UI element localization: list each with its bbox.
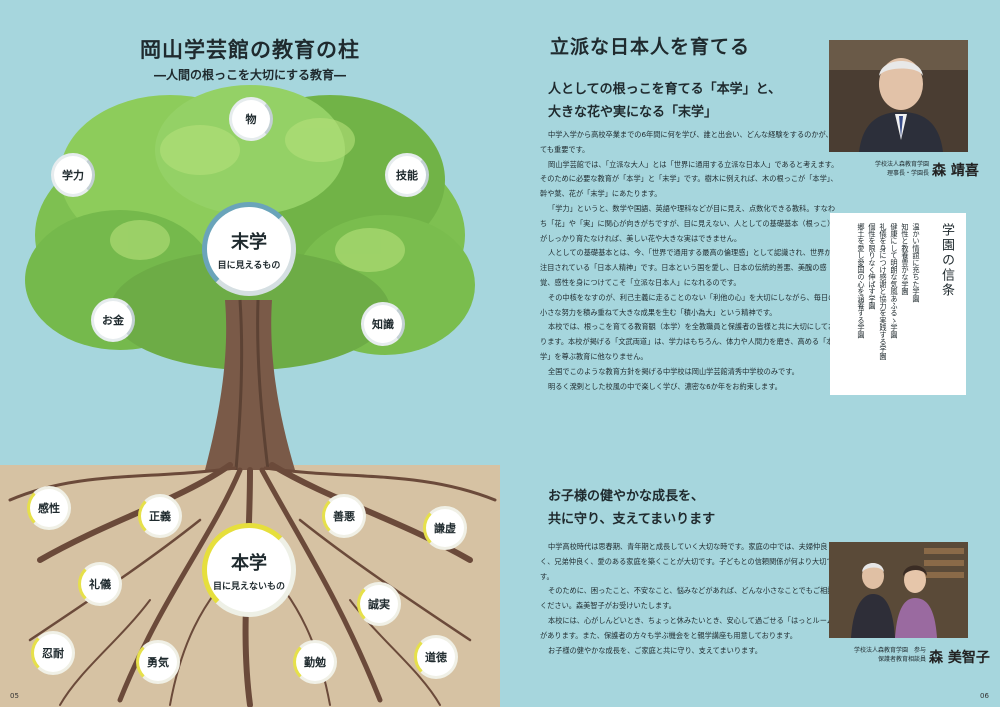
- body-text-2: 中学高校時代は思春期、青年期と成長していく大切な時です。家庭の中では、夫婦仲良く…: [540, 540, 840, 658]
- paragraph: 「学力」というと、数学や国語、英語や理科などが目に見え、点数化できる教科。すなわ…: [540, 203, 836, 243]
- motto-line: 郷土を愛し愛国の心を涵養する学園: [857, 223, 866, 339]
- paragraph: 本校では、根っこを育てる教育観（本学）を全教職員と保護者の皆様と共に大切にしてお…: [540, 322, 836, 361]
- caption-line: 保護者教育相談員: [877, 656, 926, 663]
- root-bubble: 忍耐: [31, 631, 75, 675]
- right-title: 立派な日本人を育てる: [550, 36, 751, 58]
- paragraph: そのために、困ったこと、不安なこと、悩みなどがあれば、どんな小さなことでもご相談…: [540, 586, 835, 611]
- paragraph: 明るく溌剌とした校風の中で楽しく学び、濃密な6か年をお約束します。: [548, 381, 782, 391]
- page-number-left: 05: [10, 692, 19, 700]
- left-page: 岡山学芸館の教育の柱 ―人間の根っこを大切にする教育― 物 学力 技能 お金 知…: [0, 38, 500, 707]
- motto-line: 健康にして明朗な気風あふるゝ学園: [890, 223, 899, 339]
- paragraph: 人としての基礎基本とは、今、「世界で通用する最高の倫理感」として認識され、世界か…: [540, 248, 839, 287]
- couple-illustration: [829, 542, 968, 638]
- couple-photo: [829, 542, 968, 638]
- leaf-center-circle: 末学 目に見えるもの: [202, 202, 296, 296]
- paragraph: 岡山学芸館では、「立派な大人」とは「世界に通用する立派な日本人」であると考えます…: [540, 159, 839, 199]
- motto-line: 温かい情誼に充ちた学園: [912, 223, 921, 303]
- root-bubble: 礼儀: [78, 562, 122, 606]
- motto-line: 礼儀を身につけ感謝と協力を実践する学園: [879, 223, 888, 360]
- caption-line: 学校法人森教育学園: [874, 161, 929, 168]
- root-bubble: 正義: [138, 494, 182, 538]
- motto-line: 個性を限りなく伸ばす学園: [868, 223, 877, 310]
- right-page: 立派な日本人を育てる 人としての根っこを育てる「本学」と、 大きな花や実になる「…: [500, 0, 1000, 707]
- root-bubble: 感性: [27, 486, 71, 530]
- root-bubble: 誠実: [357, 582, 401, 626]
- leaf-bubble: 知識: [361, 302, 405, 346]
- chairman-photo: [829, 40, 968, 152]
- paragraph: その中核をなすのが、利己主義に走ることのない「利他の心」を大切にしながら、毎日の…: [540, 292, 836, 317]
- heading-line: 大きな花や実になる「末学」: [548, 105, 718, 120]
- paragraph: 中学入学から高校卒業までの6年間に何を学び、誰と出会い、どんな経験をするのかが、…: [540, 130, 840, 154]
- school-motto-box: 学園の信条 温かい情誼に充ちた学園 知性と教養豊かな学園 健康にして明朗な気風あ…: [830, 213, 966, 395]
- root-bubble: 善悪: [322, 494, 366, 538]
- motto-title: 学園の信条: [939, 223, 954, 298]
- portrait-illustration: [829, 40, 968, 152]
- chairman-caption: 学校法人森教育学園 理事長・学園長: [849, 160, 929, 178]
- leaf-bubble: 学力: [51, 153, 95, 197]
- leaf-center-kanji: 末学: [231, 231, 267, 253]
- paragraph: お子様の健やかな成長を、ご家庭と共に守り、支えてまいります。: [548, 645, 762, 655]
- leaf-center-caption: 目に見えるもの: [217, 260, 281, 271]
- chairman-signature: 森 靖喜: [932, 163, 979, 179]
- root-bubble: 謙虚: [423, 506, 467, 550]
- root-center-caption: 目に見えないもの: [212, 581, 285, 592]
- root-center-circle: 本学 目に見えないもの: [202, 523, 296, 617]
- leaf-bubble: 物: [229, 97, 273, 141]
- page-subtitle: ―人間の根っこを大切にする教育―: [153, 68, 347, 82]
- paragraph: 本校には、心がしんどいとき、ちょっと休みたいとき、安心して過ごせる「はっとルーム…: [540, 615, 838, 640]
- motto-line: 知性と教養豊かな学園: [901, 223, 910, 295]
- page-title: 岡山学芸館の教育の柱: [140, 38, 360, 62]
- motto-lines: 温かい情誼に充ちた学園 知性と教養豊かな学園 健康にして明朗な気風あふるゝ学園 …: [856, 223, 922, 388]
- caption-line: 学校法人森教育学園 参与: [853, 647, 926, 654]
- root-center-kanji: 本学: [231, 552, 267, 574]
- counselor-caption: 学校法人森教育学園 参与 保護者教育相談員: [831, 646, 926, 664]
- root-bubble: 勤勉: [293, 640, 337, 684]
- section-heading-1: 人としての根っこを育てる「本学」と、 大きな花や実になる「末学」: [548, 78, 838, 124]
- paragraph: 中学高校時代は思春期、青年期と成長していく大切な時です。家庭の中では、夫婦仲良く…: [540, 542, 834, 581]
- body-text-1: 中学入学から高校卒業までの6年間に何を学び、誰と出会い、どんな経験をするのかが、…: [540, 128, 840, 394]
- counselor-signature: 森 美智子: [929, 650, 990, 666]
- caption-line: 理事長・学園長: [886, 170, 929, 177]
- section-heading-2: お子様の健やかな成長を、 共に守り、支えてまいります: [548, 485, 838, 531]
- leaf-bubble: お金: [91, 298, 135, 342]
- heading-line: 人としての根っこを育てる「本学」と、: [548, 82, 782, 97]
- root-bubble: 勇気: [136, 640, 180, 684]
- heading-line: お子様の健やかな成長を、: [548, 489, 705, 504]
- leaf-bubble: 技能: [385, 153, 429, 197]
- tree-illustration: [8, 85, 497, 707]
- paragraph: 全国でこのような教育方針を掲げる中学校は岡山学芸館清秀中学校のみです。: [548, 366, 799, 376]
- page-number-right: 06: [980, 692, 989, 700]
- heading-line: 共に守り、支えてまいります: [548, 512, 716, 527]
- root-bubble: 道徳: [414, 635, 458, 679]
